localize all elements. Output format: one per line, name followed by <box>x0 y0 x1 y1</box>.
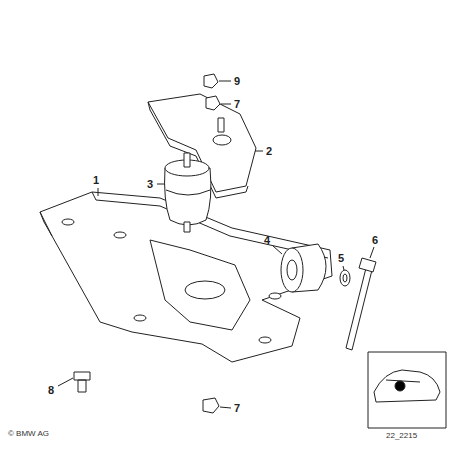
locator-inset <box>368 352 446 428</box>
bolt <box>346 268 372 350</box>
washer <box>340 270 350 286</box>
nut <box>203 398 219 413</box>
callout-number: 8 <box>48 385 54 396</box>
callout-number: 3 <box>147 179 153 190</box>
callout-number: 2 <box>266 146 272 157</box>
callout-number: 9 <box>234 76 240 87</box>
callout-number: 5 <box>338 253 344 264</box>
callout-number: 1 <box>93 175 99 186</box>
nut <box>204 74 218 88</box>
image-code: 22_2215 <box>386 432 417 440</box>
rubber-mount <box>165 168 211 225</box>
callout-number: 7 <box>234 99 240 110</box>
callout-number: 6 <box>372 235 378 246</box>
callout-number: 4 <box>264 235 270 246</box>
copyright-note: © BMW AG <box>8 430 49 438</box>
bolt <box>74 372 90 392</box>
callout-number: 7 <box>234 403 240 414</box>
nut <box>206 96 220 110</box>
